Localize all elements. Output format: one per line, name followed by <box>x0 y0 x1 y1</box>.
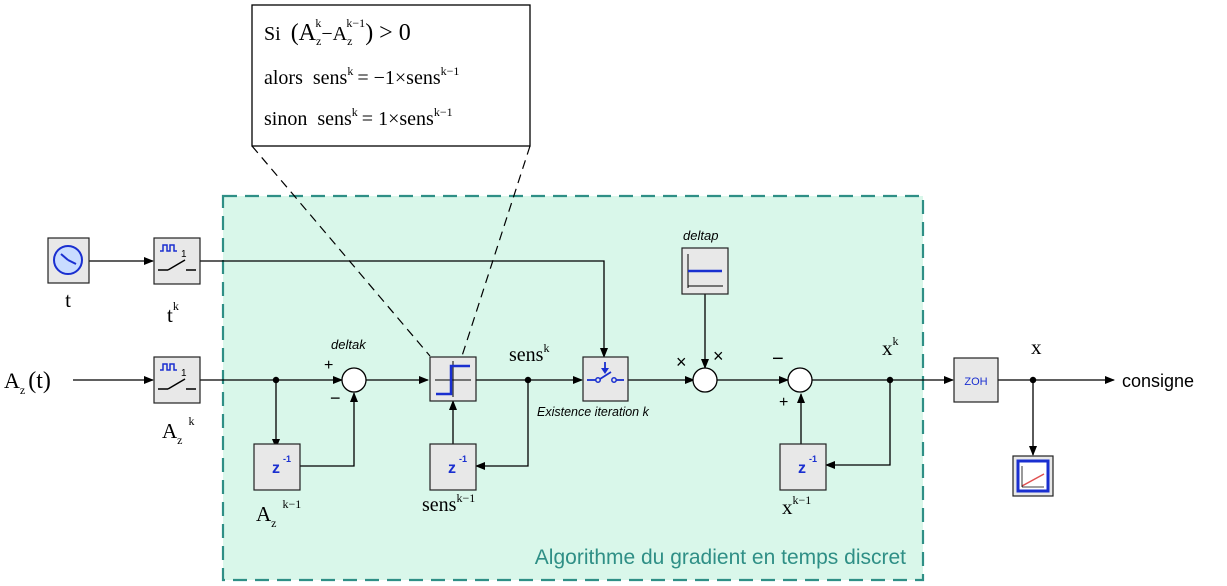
svg-text:1: 1 <box>181 249 187 260</box>
constant-deltap-block[interactable] <box>681 247 729 295</box>
zoh-block[interactable]: ZOH <box>953 357 999 403</box>
clock-block[interactable] <box>47 237 90 284</box>
delay-sens-block[interactable]: z -1 <box>429 443 477 491</box>
svg-text:z: z <box>272 460 280 477</box>
label-existence: Existence iteration k <box>537 405 650 419</box>
svg-text:-1: -1 <box>283 454 291 464</box>
label-sensk: sensk <box>509 341 549 366</box>
algorithm-region <box>221 194 925 582</box>
relay-block[interactable] <box>429 356 477 402</box>
switch-icon <box>587 362 624 383</box>
clock-icon <box>53 245 83 275</box>
callout-dash-left <box>251 145 431 357</box>
multiplier[interactable] <box>692 367 718 393</box>
formula-box <box>251 4 531 147</box>
wires <box>73 257 1115 470</box>
relay-icon <box>435 361 471 397</box>
label-deltak: deltak <box>331 337 367 352</box>
sum-x[interactable] <box>787 367 813 393</box>
callout-dash-right <box>461 145 531 357</box>
svg-text:z: z <box>798 460 806 477</box>
mult-top-sign: × <box>713 346 724 366</box>
label-consigne: consigne <box>1122 371 1194 391</box>
scope-icon <box>1016 459 1050 493</box>
mult-left-sign: × <box>676 352 687 372</box>
svg-text:z: z <box>448 460 456 477</box>
label-azk1: Azk−1 <box>256 497 301 530</box>
label-t: t <box>65 288 71 312</box>
delay-x-block[interactable]: z -1 <box>779 443 827 491</box>
sample-hold-icon: 1 <box>158 363 196 390</box>
sum-deltak[interactable] <box>341 367 367 393</box>
label-xk: xk <box>882 334 899 360</box>
sample-hold-az-block[interactable]: 1 <box>153 356 201 404</box>
sum2-plus-sign: + <box>779 394 788 411</box>
label-x: x <box>1031 335 1042 359</box>
zoh-icon: ZOH <box>964 376 987 388</box>
switch-block[interactable] <box>582 356 629 402</box>
formula-line-1: Si(Azk−Azk−1) > 0 <box>264 16 411 48</box>
sum2-minus-sign: − <box>772 348 784 370</box>
label-az-input: Az(t) <box>4 368 51 397</box>
label-tk: tk <box>167 299 179 327</box>
label-sensk1: sensk−1 <box>422 491 475 516</box>
svg-text:1: 1 <box>181 368 187 379</box>
sample-hold-t-block[interactable]: 1 <box>153 237 201 285</box>
delay-az-block[interactable]: z -1 <box>253 443 301 491</box>
constant-icon <box>687 254 723 288</box>
sample-hold-icon: 1 <box>158 244 196 271</box>
label-deltap: deltap <box>683 228 718 243</box>
sum1-minus-sign: − <box>330 388 341 408</box>
sum1-plus-sign: + <box>324 357 333 374</box>
scope-block[interactable] <box>1012 455 1054 497</box>
label-xk1: xk−1 <box>782 493 811 519</box>
svg-text:-1: -1 <box>809 454 817 464</box>
region-title: Algorithme du gradient en temps discret <box>535 546 906 569</box>
svg-text:-1: -1 <box>459 454 467 464</box>
junction-dots <box>272 376 1037 384</box>
label-azk: Azk <box>162 414 195 447</box>
